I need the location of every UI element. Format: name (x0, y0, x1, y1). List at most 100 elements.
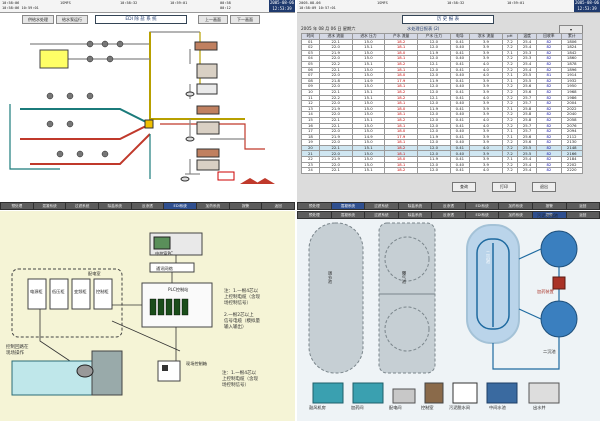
nav-item[interactable]: 混凝系统 (33, 203, 66, 209)
bottom-nav: 预处理 混凝系统 过滤系统 除盐系统 反渗透 EDI系统 加药系统 报警 返回 (0, 202, 295, 210)
table-cell: 24 (301, 167, 320, 174)
next-page-button[interactable]: 下一画面 (230, 15, 260, 24)
previous-page-button[interactable]: 上一画面 (198, 15, 228, 24)
status-cell: 10:58:32 (447, 1, 465, 5)
wiring-diagram (11, 232, 213, 396)
nav-item[interactable]: 返回 (566, 212, 600, 218)
table-cell: 18.2 (384, 167, 418, 174)
table-cell: 2220 (560, 167, 584, 174)
nav-item[interactable]: 过滤系统 (365, 203, 398, 209)
process-schematic (9, 31, 275, 184)
nav-item[interactable]: EDI系统 (164, 203, 197, 209)
nav-item[interactable]: 混凝系统 (331, 203, 365, 209)
table-cell: 0.41 (449, 77, 471, 85)
nav-item[interactable]: 报警 (229, 203, 262, 209)
nav-item[interactable]: 除盐系统 (99, 203, 131, 209)
nav-item[interactable]: EDI系统 (465, 212, 499, 218)
table-cell: 12 (301, 100, 320, 107)
query-button[interactable]: 查询 (452, 182, 476, 192)
nav-item[interactable]: 加药系统 (499, 203, 532, 209)
plant-tab-button[interactable]: 供给水处理 (22, 15, 54, 24)
table-cell: 25.5 (516, 77, 538, 85)
bottom-nav: 预处理 混凝系统 过滤系统 除盐系统 反渗透 EDI系统 加药系统 报警 返回 (297, 202, 600, 210)
nav-item[interactable]: 返回 (262, 203, 295, 209)
equipment-label: 配电间 (389, 405, 402, 410)
regulating-tank (308, 222, 364, 374)
tank-label: 二沉池 (486, 251, 491, 264)
table-cell: 25.8 (516, 111, 538, 118)
print-button[interactable]: 打印 (492, 182, 516, 192)
clarifiers (540, 230, 578, 338)
table-cell: 09 (301, 83, 320, 90)
pump-group (46, 40, 124, 158)
table-cell: 4.0 (469, 167, 503, 174)
electrical-room-boundary (11, 268, 123, 338)
nav-item[interactable]: 返回 (566, 203, 600, 209)
table-cell: 1932 (560, 77, 584, 85)
nav-item[interactable]: EDI系统 (465, 203, 499, 209)
nav-item[interactable]: 加药系统 (499, 212, 532, 218)
exit-button[interactable]: 退出 (532, 182, 556, 192)
equipment-label: 鼓风机房 (309, 405, 326, 410)
nav-item[interactable]: 除盐系统 (398, 203, 432, 209)
nav-item[interactable]: 预处理 (298, 212, 331, 218)
nav-item[interactable]: 除盐系统 (398, 212, 432, 218)
cabinet-label: 低压柜 (52, 289, 65, 294)
table-cell: 25.4 (516, 66, 538, 74)
nav-item[interactable]: 反渗透 (131, 203, 164, 209)
status-bar: 10:58:06 10:58:06 10:59:01 1SMFS 10:58:3… (0, 0, 295, 13)
report-date: 2005 年 08 月 06 日 星期六 (301, 26, 356, 31)
table-cell: 25.5 (516, 72, 538, 79)
nav-item[interactable]: 报警 (532, 203, 566, 209)
status-cell: 1SMFS (60, 1, 71, 5)
field-box-indicator (162, 365, 168, 371)
nav-item[interactable]: 反渗透 (432, 212, 465, 218)
cable-note: 2.一根2芯以上 信号电缆（模拟量 输入输出） (224, 313, 260, 330)
table-cell: 0.40 (449, 100, 471, 107)
field-box (157, 360, 181, 382)
table-cell: 1878 (560, 61, 584, 68)
table-cell: 25.4 (516, 61, 538, 68)
table-cell: 10 (301, 88, 320, 96)
equipment-label: 中间水池 (489, 405, 506, 410)
nav-item[interactable]: 加药系统 (197, 203, 229, 209)
equipment-label: 污泥脱水间 (449, 405, 470, 410)
table-cell: 0.41 (449, 167, 471, 174)
pump-motor-icon (76, 364, 94, 378)
table-cell: 0.40 (449, 111, 471, 118)
nav-item[interactable]: 混凝系统 (331, 212, 365, 218)
auto-tab-button[interactable]: 给水泵运行 (56, 15, 88, 24)
plant-layout-panel: 预处理 混凝系统 过滤系统 除盐系统 反渗透 EDI系统 加药系统 报警 返回 (297, 211, 600, 421)
status-cell: 2005-08-06 (299, 1, 321, 5)
tank-label: 污泥浓缩池 (537, 213, 558, 218)
nav-item[interactable]: 报警 (532, 212, 566, 218)
nav-item[interactable]: 过滤系统 (365, 212, 398, 218)
equipment-row (312, 382, 560, 404)
table-cell: 1950 (560, 83, 584, 90)
nav-item[interactable]: 预处理 (298, 203, 331, 209)
equipment-label: 加药间 (351, 405, 364, 410)
status-cell: 10:59:01 (170, 1, 188, 5)
hardware-diagram-panel: 中控室PC 通讯网络 PLC控制站 配电室 电源柜 低压柜 变频柜 控制柜 现场… (0, 211, 295, 421)
nav-item[interactable]: 预处理 (1, 203, 33, 209)
nav-item[interactable]: 过滤系统 (66, 203, 99, 209)
table-cell: 82 (536, 167, 562, 174)
table-cell: 7.2 (501, 167, 518, 174)
nav-item[interactable]: 反渗透 (432, 203, 465, 209)
